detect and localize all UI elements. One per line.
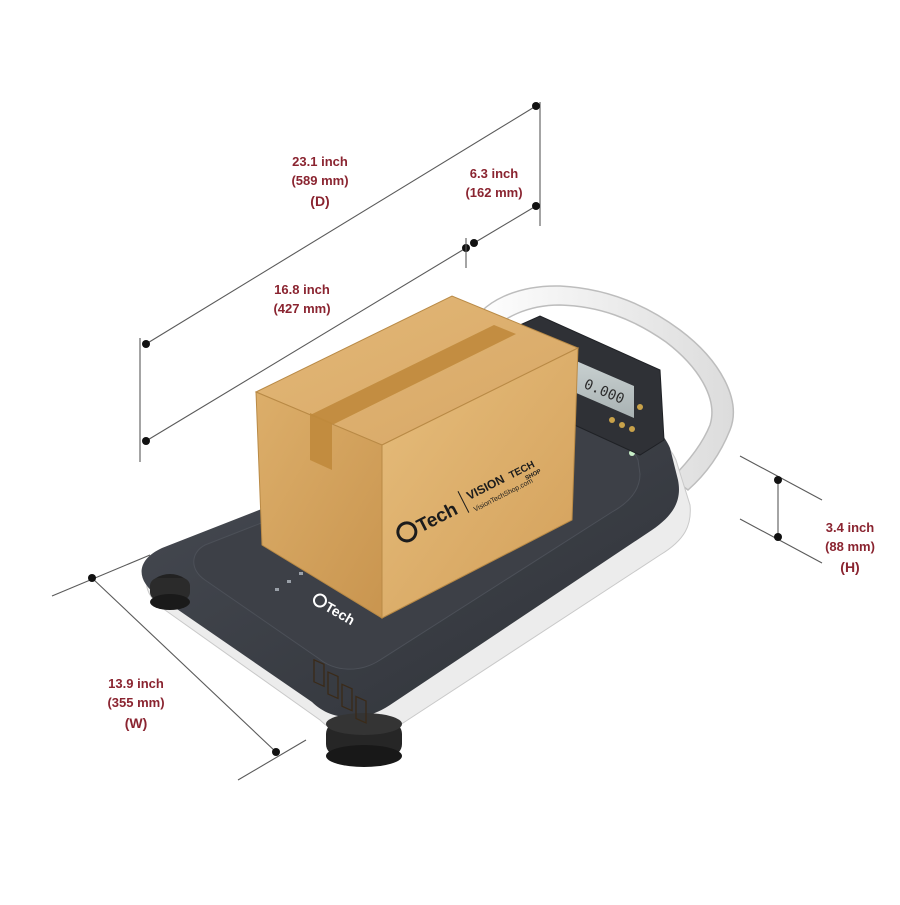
depth-metric: (589 mm): [291, 173, 348, 188]
box-logo-icon: [396, 521, 418, 543]
height-letter: (H): [840, 559, 859, 575]
depth-letter: (D): [310, 193, 329, 209]
handling-symbols-icon: [313, 658, 367, 724]
dimension-platform-label: 16.8 inch (427 mm): [273, 282, 330, 316]
platform-depth-imperial: 16.8 inch: [274, 282, 330, 297]
display-depth-imperial: 6.3 inch: [470, 166, 518, 181]
scale-logo-icon: [313, 593, 327, 608]
height-metric: (88 mm): [825, 539, 875, 554]
dimension-width-label: 13.9 inch (355 mm) (W): [107, 676, 164, 731]
display-buttons-icon: [609, 404, 643, 432]
dimension-lines: [51, 102, 823, 781]
dimension-depth-label: 23.1 inch (589 mm) (D): [291, 154, 348, 209]
platform-depth-metric: (427 mm): [273, 301, 330, 316]
width-metric: (355 mm): [107, 695, 164, 710]
width-letter: (W): [125, 715, 148, 731]
display-depth-metric: (162 mm): [465, 185, 522, 200]
scale-foot-front: [326, 713, 402, 767]
scale-foot-left: [150, 574, 190, 610]
dimension-display-label: 6.3 inch (162 mm): [465, 166, 522, 200]
width-imperial: 13.9 inch: [108, 676, 164, 691]
dimension-height-label: 3.4 inch (88 mm) (H): [825, 520, 875, 575]
cardboard-box: [254, 295, 580, 724]
depth-imperial: 23.1 inch: [292, 154, 348, 169]
height-imperial: 3.4 inch: [826, 520, 874, 535]
scale-handle: [469, 285, 734, 491]
